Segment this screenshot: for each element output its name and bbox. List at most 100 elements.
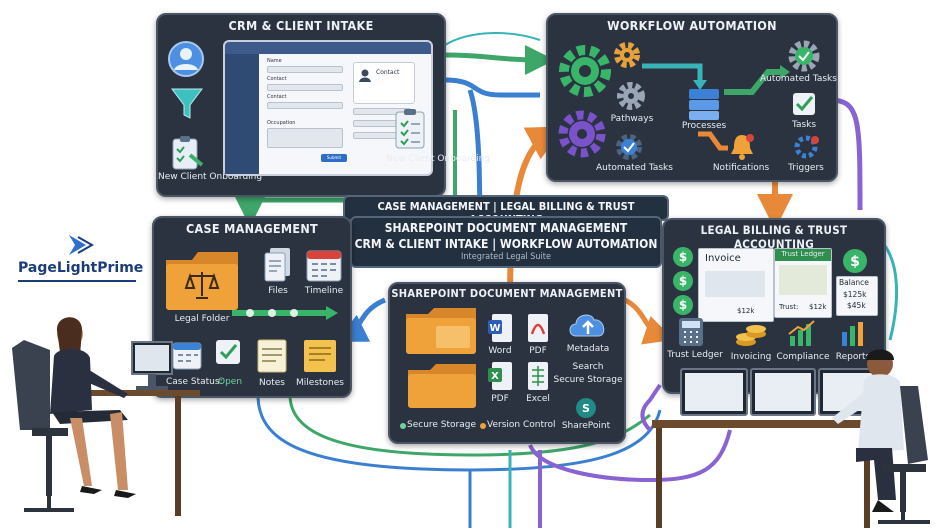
flow-top-teal [444,32,541,46]
coins-icon [736,325,766,346]
metadata-cloud-icon [569,314,605,337]
processes-icon [689,89,719,120]
dollar-coin-icon-3: $ [673,295,693,315]
triggers-icon [794,135,819,159]
sharepoint-folder-top-icon [406,308,476,354]
workflow-teal-arrow [642,63,707,90]
secure-storage-right-label: Secure Storage [553,375,623,385]
logo-arrow-icon [69,235,95,255]
case-status-check-icon [216,340,240,364]
svg-text:$: $ [679,298,687,312]
balance-card: Balance $125k $45k [836,276,878,316]
logo-text: PageLightPrime [18,260,144,276]
triggers-label: Triggers [788,163,824,173]
svg-text:$: $ [850,254,860,270]
sharepoint-title: SHAREPOINT DOCUMENT MANAGEMENT [391,287,623,300]
excel-doc-left-icon: X [488,362,512,390]
flow-crm-to-workflow-green [444,44,555,75]
man-at-desk-illustration [652,349,930,528]
pathways-label: Pathways [610,114,654,124]
flow-center-to-billing [623,297,675,345]
dollar-coin-icon-2: $ [673,271,693,291]
notes-label: Notes [259,378,285,388]
automated-tasks-top-label: Automated Tasks [760,74,837,84]
woman-at-desk-illustration [12,317,200,516]
svg-text:S: S [582,402,590,415]
excel-doc-icon [528,362,548,390]
flow-center-to-case [336,297,387,342]
invoice-amount: $12k [737,307,755,315]
pdf-top-label: PDF [529,346,547,356]
brand-logo: PageLightPrime [18,232,144,290]
flow-right-purple-down [640,383,662,432]
contact-card-label: Contact [376,69,400,76]
form-sidebar [225,54,259,174]
bell-icon [731,134,754,160]
balance-value-1: $125k [843,290,867,299]
pdf-doc-top-icon [528,314,548,342]
clipboard-check-icon [172,136,204,170]
form-label-occupation: Occupation [267,120,296,126]
trust-ledger-card: Trust Ledger Trust: $12k [774,248,832,318]
form-name-input[interactable] [267,66,343,73]
case-status-calendar-icon [172,342,202,370]
notes-icon [257,339,287,373]
secure-storage-bottom-label: Secure Storage [407,420,477,430]
files-icon [264,248,290,282]
balance-value-2: $45k [847,301,866,310]
form-contact-input[interactable] [267,84,343,91]
files-label: Files [268,286,288,296]
form-occupation-input[interactable] [267,128,343,148]
green-gear-icon [559,45,611,97]
purple-gear-icon [558,110,606,158]
crm-title: CRM & CLIENT INTAKE [228,18,374,33]
new-client-onboarding-right: New Client Onboarding [386,154,491,164]
invoice-table [705,271,765,297]
form-title-bar [225,42,431,54]
invoice-card: Invoice $12k [698,248,774,322]
search-label: Search [572,362,604,372]
banner-line-4: Integrated Legal Suite [461,252,551,262]
trust-ledger-card-bar [775,249,831,261]
legal-folder-label: Legal Folder [174,314,230,324]
reports-chart-icon [842,322,863,346]
excel-label: Excel [526,394,550,404]
milestones-icon [304,340,336,372]
suite-banner-main: SHAREPOINT DOCUMENT MANAGEMENT CRM & CLI… [350,216,662,268]
automated-tasks-bottom-label: Automated Tasks [596,163,673,173]
balance-coin-icon: $ [843,249,867,273]
form-contact-b-input[interactable] [267,102,343,109]
legal-folder-icon [166,252,238,310]
reports-label: Reports [835,352,871,362]
form-submit-button[interactable]: Submit [321,154,347,162]
contact-person-icon [359,69,371,82]
pathways-gear-icon [617,82,645,110]
sharepoint-logo-icon: S [576,398,596,418]
dollar-coin-icon-1: $ [673,247,693,267]
banner-line-2: SHAREPOINT DOCUMENT MANAGEMENT [384,221,628,235]
secure-storage-dot [400,423,406,429]
pdf-bottom-label: PDF [491,394,509,404]
form-label-name: Name [267,58,282,64]
version-control-dot [480,423,486,429]
right-monitor-2-screen [755,373,811,411]
version-control-label: Version Control [487,420,556,430]
compliance-label: Compliance [776,352,830,362]
tasks-check-icon [793,93,815,115]
flow-bottom-loop-purple [528,429,732,483]
tasks-label: Tasks [791,120,817,130]
logo-underline [18,280,136,282]
form-label-contact-b: Contact [267,94,287,100]
flow-green-to-case [235,196,345,227]
funnel-icon [171,88,203,119]
milestones-label: Milestones [296,378,344,388]
flow-bottom-loop-blue [256,394,662,472]
invoice-title: Invoice [705,253,741,264]
flow-crm-to-workflow-blue [444,77,540,98]
metadata-label: Metadata [566,344,610,354]
sharepoint-folder-bottom-icon [408,364,476,408]
flow-workflow-right-purple [829,97,863,211]
trust-ledger-card-title: Trust Ledger [781,250,825,258]
timeline-calendar-icon [306,250,342,282]
user-avatar-icon [168,41,204,77]
